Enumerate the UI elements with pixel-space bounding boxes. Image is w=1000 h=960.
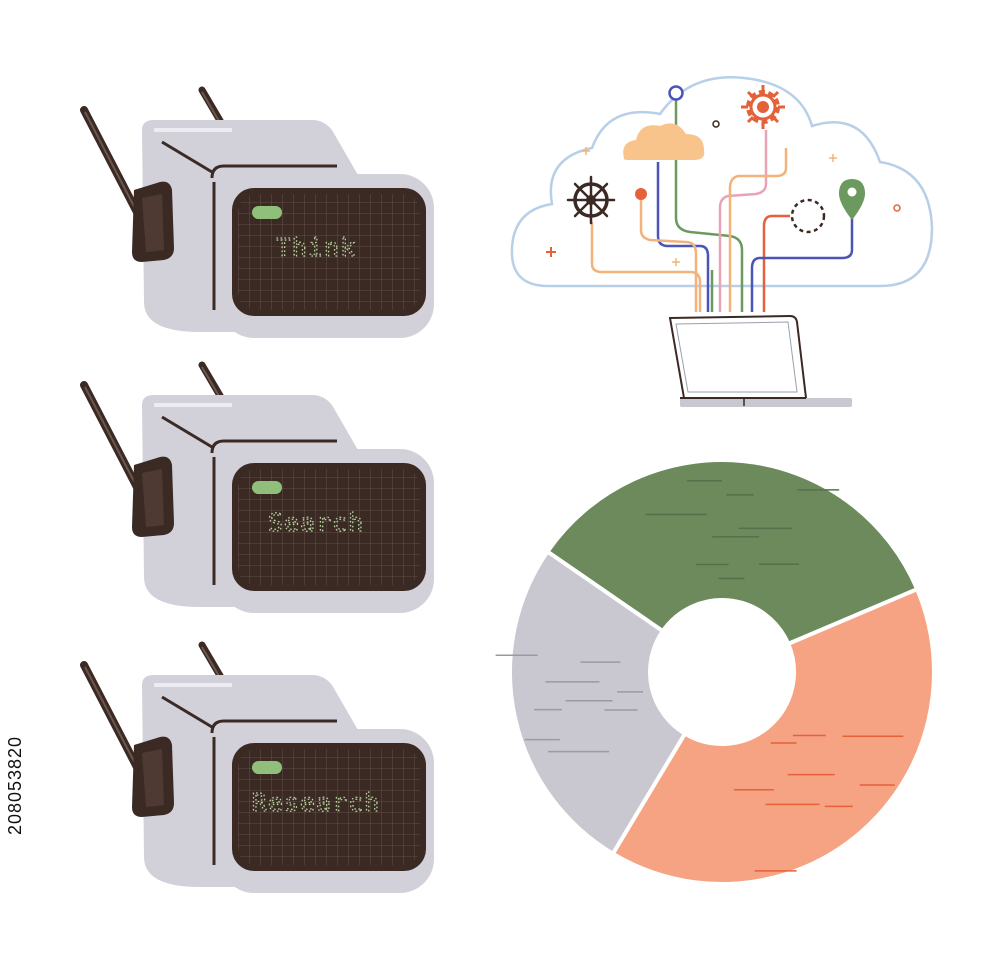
robot-search: Search [84, 365, 434, 613]
robot-screen-label: Research [252, 788, 380, 817]
network-wires [590, 94, 854, 312]
donut-slice-green [544, 458, 920, 647]
node-icon [668, 85, 684, 101]
cloud-network-illustration [510, 76, 934, 407]
slice-texture [733, 734, 904, 872]
led-icon [252, 761, 282, 774]
robot-screen-label: Think [276, 233, 356, 262]
led-icon [252, 206, 282, 219]
laptop-icon [668, 314, 852, 407]
led-icon [252, 481, 282, 494]
image-id-label: 208053820 [2, 710, 30, 860]
slice-texture [645, 480, 840, 580]
cloud-icon [510, 76, 934, 288]
ship-wheel-icon [566, 175, 616, 225]
donut-slice-orange [610, 586, 936, 886]
dashed-node-icon [790, 198, 826, 234]
donut-chart [495, 458, 936, 886]
node-icon [893, 204, 901, 212]
robot-think: Think [84, 90, 434, 338]
gear-icon [741, 85, 785, 129]
robot-research: Research [84, 645, 434, 893]
image-id-text: 208053820 [5, 735, 26, 835]
sparkle-icon [546, 247, 556, 257]
cloud-icon [623, 123, 705, 160]
location-pin-icon [838, 179, 866, 220]
slice-texture [495, 654, 644, 753]
node-icon [635, 188, 647, 200]
node-icon [712, 120, 720, 128]
donut-slice-gray [508, 548, 688, 857]
robot-screen-label: Search [268, 508, 364, 537]
sparkle-icon [582, 147, 837, 266]
